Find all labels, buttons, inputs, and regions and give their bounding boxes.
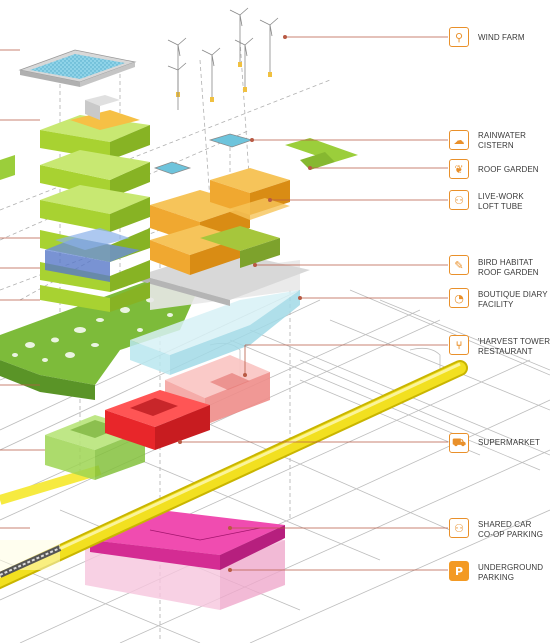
leader-lines bbox=[0, 35, 448, 573]
transit-tube bbox=[0, 360, 468, 590]
train-icon bbox=[0, 545, 62, 578]
street-grid bbox=[0, 289, 550, 643]
wind-turbine-4 bbox=[259, 17, 279, 77]
wind-turbine-6 bbox=[167, 62, 187, 110]
garden-icon: ❦ bbox=[449, 159, 469, 179]
legend-label-harvest-tower: 'HARVEST TOWER' RESTAURANT bbox=[478, 337, 550, 356]
rainwater-cisterns bbox=[153, 133, 254, 175]
legend-label-live-work: LIVE-WORK LOFT TUBE bbox=[478, 192, 524, 211]
people-parking-icon: ⚇ bbox=[449, 518, 469, 538]
legend-label-bird-habitat: BIRD HABITAT ROOF GARDEN bbox=[478, 258, 539, 277]
water-tank-icon: ☁ bbox=[449, 130, 469, 150]
cheese-icon: ◔ bbox=[449, 288, 469, 308]
legend-label-rainwater-cistern: RAINWATER CISTERN bbox=[478, 131, 527, 150]
live-work-loft-tubes bbox=[150, 168, 290, 275]
rooftop-pool bbox=[18, 49, 137, 87]
people-icon: ⚇ bbox=[449, 190, 469, 210]
legend-label-underground-parking: UNDERGROUND PARKING bbox=[478, 563, 544, 582]
legend-label-shared-car: SHARED CAR CO-OP PARKING bbox=[478, 520, 544, 539]
wind-turbines bbox=[167, 7, 279, 110]
legend-label-wind-farm: WIND FARM bbox=[478, 33, 525, 42]
parking-icon: P bbox=[449, 561, 469, 581]
legend-label-roof-garden: ROOF GARDEN bbox=[478, 165, 539, 174]
shopping-cart-icon: ⛟ bbox=[449, 433, 469, 453]
wind-turbine-5 bbox=[234, 37, 254, 92]
legend-label-boutique-diary: BOUTIQUE DIARY FACILITY bbox=[478, 290, 548, 309]
supermarket-block bbox=[45, 415, 145, 480]
wind-turbine-3 bbox=[229, 7, 249, 67]
harvest-tower bbox=[40, 95, 150, 312]
market-hall-block bbox=[105, 390, 210, 450]
cutlery-icon: ⑂ bbox=[449, 335, 469, 355]
roof-garden-pieces bbox=[0, 138, 358, 180]
bird-icon: ✎ bbox=[449, 255, 469, 275]
wind-turbine-2 bbox=[201, 47, 221, 102]
legend-label-supermarket: SUPERMARKET bbox=[478, 438, 540, 447]
wind-turbine-icon: ⚲ bbox=[449, 27, 469, 47]
